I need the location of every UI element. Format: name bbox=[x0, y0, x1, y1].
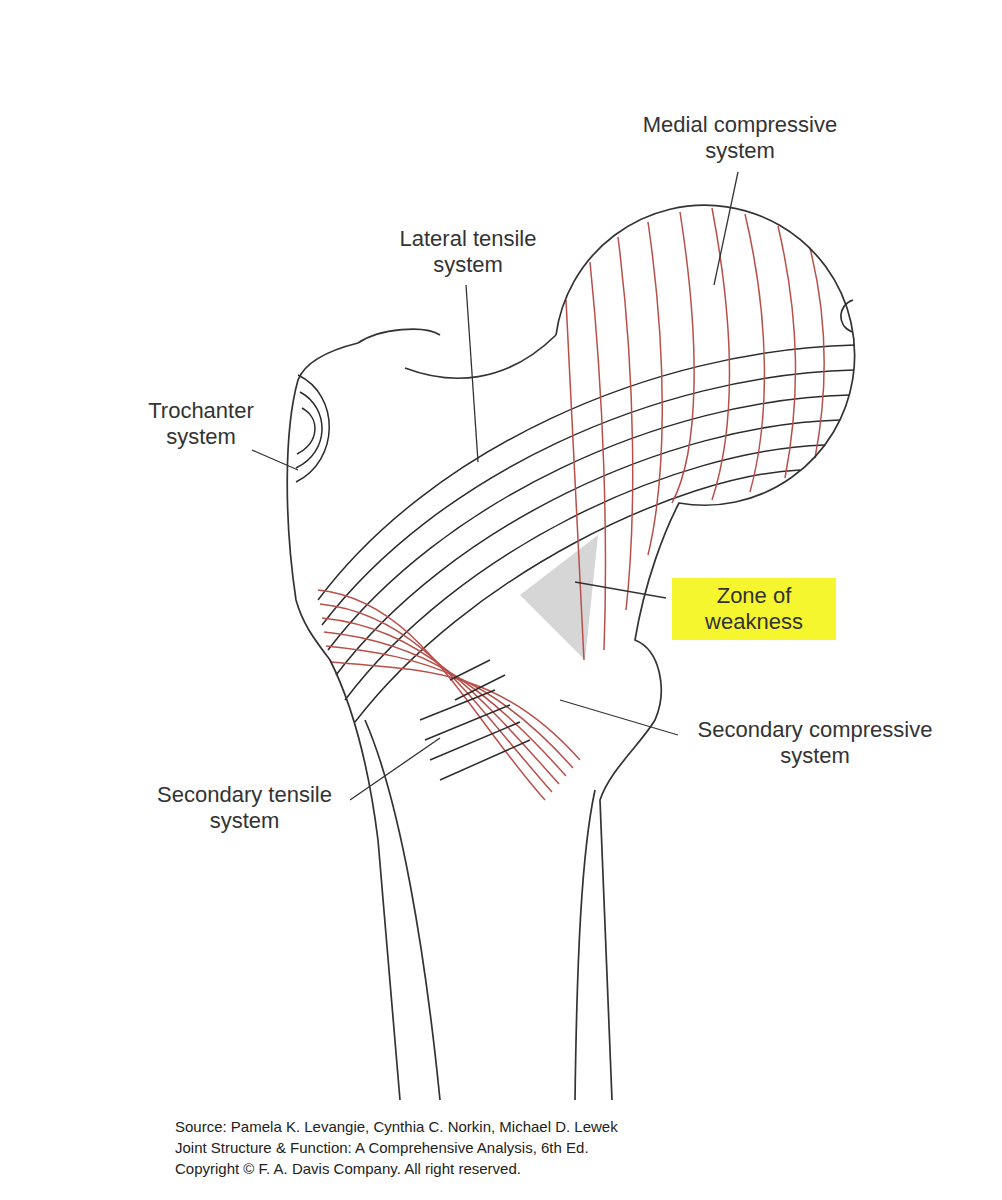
highlight-label: Zone of weakness bbox=[672, 578, 836, 640]
trochanter-arcs bbox=[296, 375, 329, 482]
secondary-compressive-lines bbox=[318, 590, 580, 800]
source-note: Copyright © F. A. Davis Company. All rig… bbox=[175, 1159, 521, 1179]
part-label: Medial compressive system bbox=[625, 112, 855, 164]
part-label: Secondary tensile system bbox=[137, 782, 352, 834]
source-note: Joint Structure & Function: A Comprehens… bbox=[175, 1138, 589, 1158]
part-label: Trochanter system bbox=[126, 398, 276, 450]
leader-lines bbox=[252, 172, 738, 800]
source-note: Source: Pamela K. Levangie, Cynthia C. N… bbox=[175, 1117, 618, 1137]
femur-outline bbox=[287, 205, 854, 1100]
secondary-tensile-lines bbox=[420, 660, 530, 780]
part-label: Lateral tensile system bbox=[373, 226, 563, 278]
weakness-zone bbox=[520, 535, 598, 660]
part-label: Secondary compressive system bbox=[684, 717, 946, 769]
lateral-tensile-lines bbox=[318, 345, 855, 722]
